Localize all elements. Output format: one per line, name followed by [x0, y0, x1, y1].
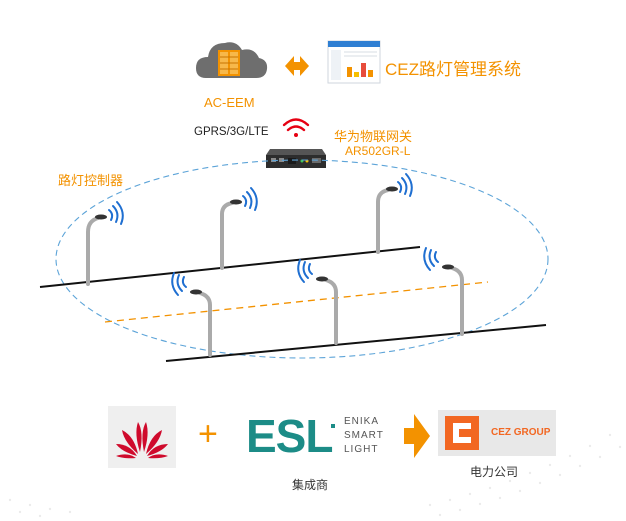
bidirectional-arrow-icon — [285, 56, 309, 76]
huawei-logo — [108, 406, 176, 468]
gateway-device-icon — [266, 149, 326, 168]
gateway-model: AR502GR-L — [345, 144, 411, 158]
signal-icon-lamp-3 — [397, 173, 413, 197]
street-lamp-1 — [86, 214, 107, 286]
controller-coverage-ellipse — [55, 159, 549, 359]
cez-group-logo — [438, 410, 556, 456]
wifi-signal-icon — [282, 118, 310, 137]
street-lamp-3 — [376, 186, 398, 254]
esl-logo-dots — [331, 424, 335, 428]
cloud-label: AC-EEM — [204, 95, 255, 110]
right-arrow-icon — [404, 414, 430, 458]
esl-logo-line-3: LIGHT — [344, 444, 379, 455]
signal-icon-lamp-1 — [108, 201, 124, 225]
esl-logo-line-1: ENIKA — [344, 416, 380, 427]
street-lamp-4 — [190, 289, 212, 357]
cloud-icon — [196, 42, 268, 78]
road-center-dashed-line — [104, 281, 489, 323]
street-lamps — [86, 186, 464, 357]
street-lamp-2 — [220, 199, 242, 270]
system-title[interactable]: CEZ路灯管理系统 — [385, 60, 521, 79]
integrator-label: 集成商 — [292, 478, 329, 492]
street-lamp-6 — [442, 264, 464, 336]
signal-icon-lamp-2 — [242, 187, 258, 211]
road-lines — [39, 246, 547, 362]
street-lamp-5 — [316, 276, 338, 345]
system-screenshot-thumbnail[interactable] — [327, 40, 381, 84]
esl-logo-letters: ESL — [246, 410, 333, 462]
controllers-label: 路灯控制器 — [58, 173, 124, 188]
signal-icon-lamp-6 — [423, 247, 439, 271]
utility-label: 电力公司 — [470, 465, 519, 479]
network-label: GPRS/3G/LTE — [194, 126, 269, 138]
gateway-name: 华为物联网关 — [334, 129, 413, 144]
signal-icon-lamp-5 — [297, 259, 313, 283]
esl-logo-line-2: SMART — [344, 430, 384, 441]
signal-icon-lamp-4 — [171, 272, 187, 296]
plus-sign: + — [198, 415, 218, 453]
background-dot-pattern — [8, 433, 622, 518]
lamp-signal-icons — [108, 173, 439, 296]
cez-logo-text: CEZ GROUP — [491, 427, 551, 438]
